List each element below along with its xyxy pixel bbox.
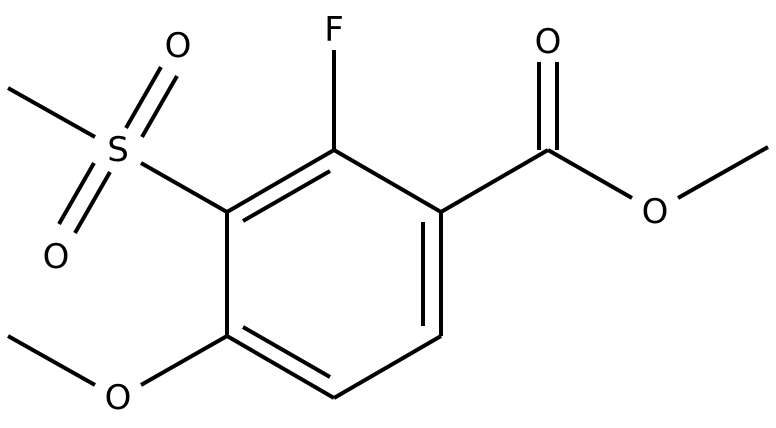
- sulfonyl-top-double-bond-a: [124, 66, 163, 129]
- sulfonyl-bottom-double-bond-a: [57, 162, 96, 225]
- ring-bond-c4-c5-outer: [225, 334, 336, 400]
- bond-ether-oxygen-methyl: [677, 145, 769, 200]
- bond-carbonyl-carbon-ether-oxygen: [547, 148, 633, 200]
- ring-bond-c5-c6: [332, 334, 443, 400]
- bond-methoxy-oxygen-methyl: [7, 334, 96, 387]
- ester-ether-oxygen-label: O: [642, 192, 669, 232]
- benzene-ring: [225, 148, 443, 400]
- sulfonyl-oxygen-bottom-label: O: [43, 237, 70, 277]
- fluorine-atom-label: F: [324, 10, 344, 50]
- ring-bond-c2-c3-outer: [225, 148, 336, 214]
- bond-c4-methoxy-oxygen: [140, 334, 228, 387]
- ring-bond-c4-c5-inner: [242, 325, 331, 379]
- sulfonyl-bottom-double-bond-b: [73, 171, 112, 234]
- bond-c1-carbonyl-carbon: [439, 148, 550, 214]
- bond-c3-sulfur: [140, 161, 228, 214]
- ring-bond-c1-c2: [332, 148, 443, 214]
- bond-sulfur-methyl: [7, 86, 96, 139]
- ring-bond-c2-c3-inner: [242, 169, 331, 223]
- ester-carbonyl-oxygen-label: O: [535, 22, 562, 62]
- methoxy-oxygen-label: O: [105, 378, 132, 418]
- sulfur-atom-label: S: [107, 130, 129, 170]
- sulfonyl-oxygen-top-label: O: [165, 26, 192, 66]
- sulfonyl-top-double-bond-b: [140, 75, 179, 138]
